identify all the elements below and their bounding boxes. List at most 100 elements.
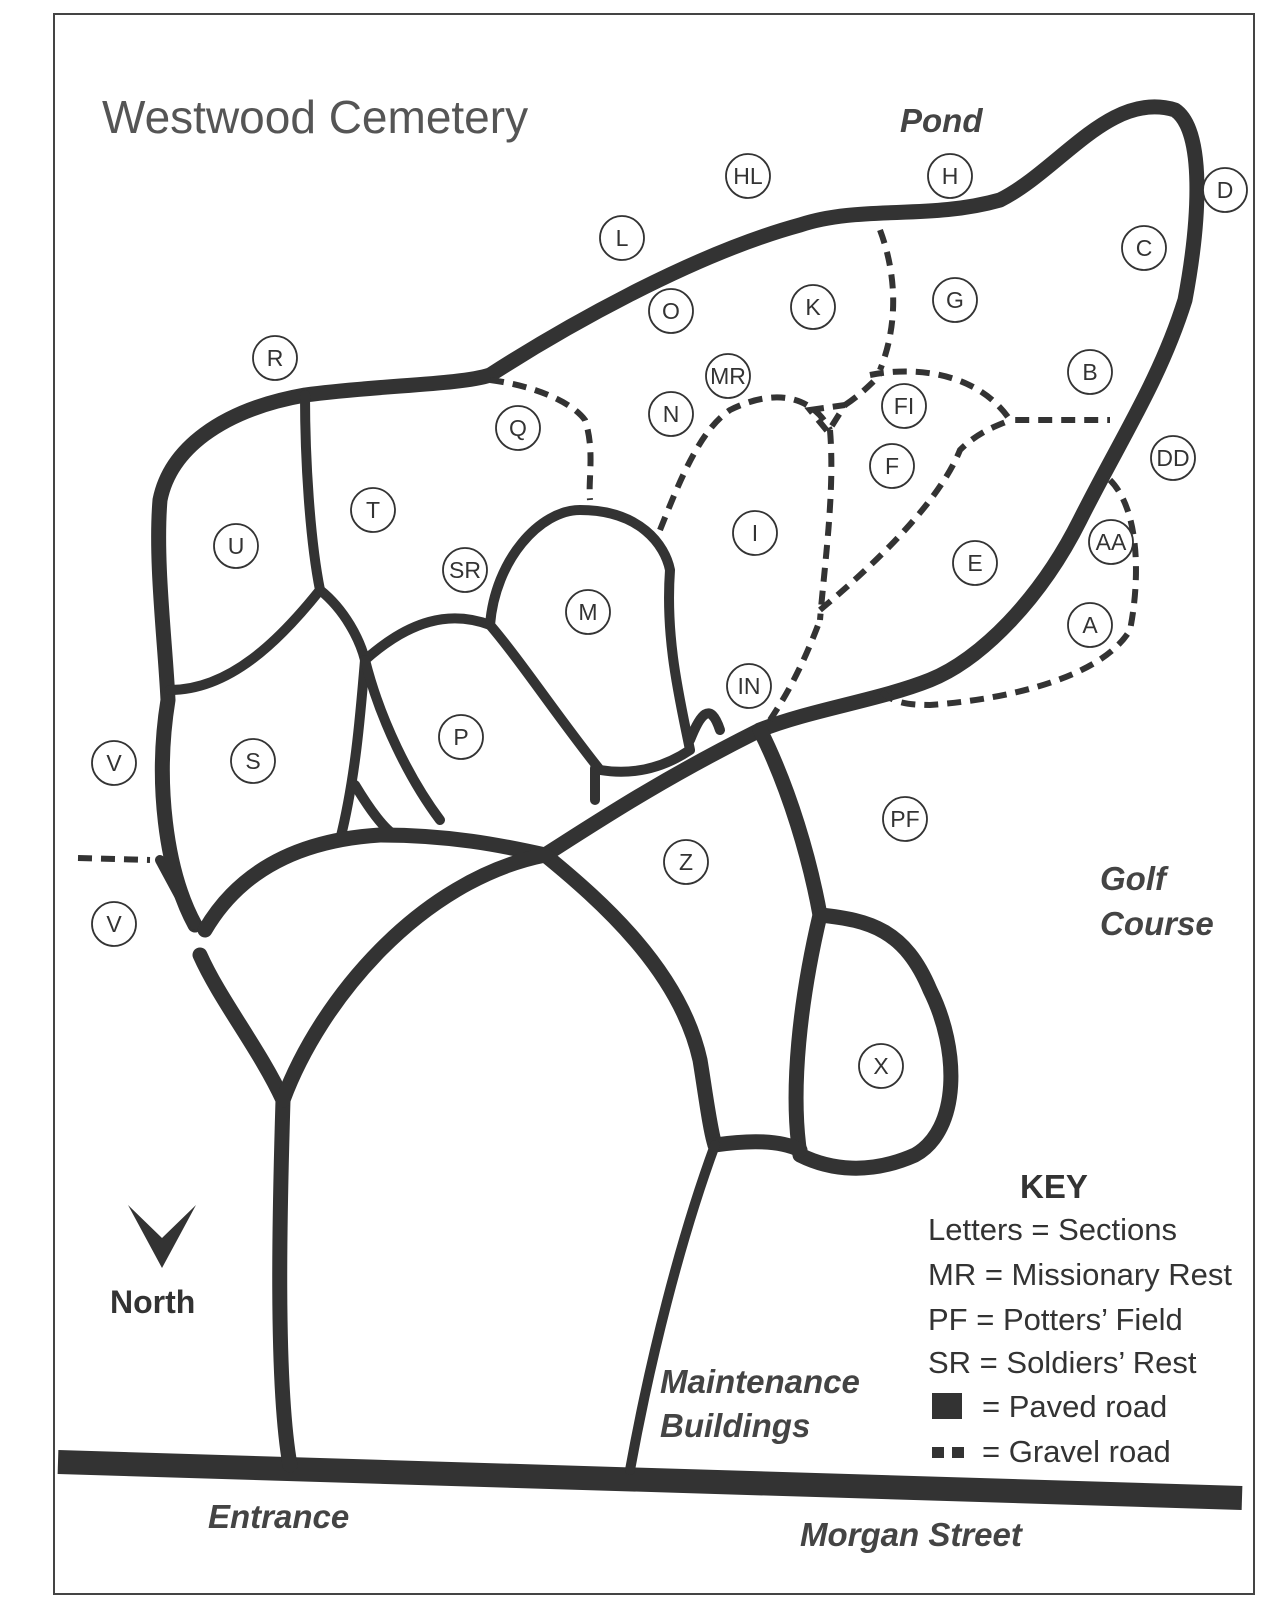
section-marker-label: Q — [509, 415, 527, 441]
section-marker-circle — [1150, 435, 1196, 481]
section-marker-label: U — [228, 533, 245, 559]
section-marker-label: AA — [1096, 529, 1127, 555]
west-road — [155, 855, 200, 930]
section-marker: FI — [881, 383, 927, 429]
paved-road-swatch — [932, 1393, 962, 1419]
key-item-sections: Letters = Sections — [928, 1212, 1177, 1247]
key-title: KEY — [1020, 1168, 1088, 1205]
section-marker: O — [648, 288, 694, 334]
sp-triangle-road — [350, 780, 400, 840]
gravel-fi-link — [843, 372, 883, 408]
section-marker: N — [648, 391, 694, 437]
section-marker-circle — [1202, 167, 1248, 213]
section-marker-label: I — [752, 520, 758, 546]
gravel-q-road — [489, 377, 594, 501]
section-marker: G — [932, 277, 978, 323]
section-marker-label: H — [942, 163, 959, 189]
section-marker: M — [565, 589, 611, 635]
t-p-divider-road — [315, 585, 495, 665]
section-marker-circle — [495, 405, 541, 451]
section-marker-circle — [565, 589, 611, 635]
section-marker: C — [1121, 225, 1167, 271]
section-marker-circle — [663, 839, 709, 885]
maintenance-label-line1: Maintenance — [660, 1363, 860, 1400]
north-arrow-icon — [128, 1205, 196, 1268]
section-marker: Z — [663, 839, 709, 885]
paved-roads — [151, 99, 1205, 1475]
key-item-soldiers-rest: SR = Soldiers’ Rest — [928, 1345, 1197, 1380]
key-item-missionary-rest: MR = Missionary Rest — [928, 1257, 1232, 1292]
section-marker-circle — [648, 391, 694, 437]
section-marker-circle — [725, 153, 771, 199]
gravel-e-road — [818, 417, 1012, 613]
gravel-fi-road — [869, 368, 1110, 423]
street-label: Morgan Street — [800, 1516, 1024, 1553]
maintenance-label-line2: Buildings — [660, 1407, 810, 1444]
golf-label-line2: Course — [1100, 905, 1214, 942]
section-marker-label: N — [663, 401, 680, 427]
section-marker-circle — [438, 714, 484, 760]
section-marker-label: C — [1136, 235, 1153, 261]
pond-label: Pond — [900, 102, 983, 139]
section-marker: R — [252, 335, 298, 381]
section-marker: PF — [882, 796, 928, 842]
section-marker: V — [91, 901, 137, 947]
z-right-road — [752, 722, 828, 923]
section-marker-circle — [648, 288, 694, 334]
gravel-triangle — [804, 401, 851, 438]
section-marker-circle — [1067, 349, 1113, 395]
section-marker-circle — [790, 284, 836, 330]
map-title: Westwood Cemetery — [102, 91, 528, 143]
section-marker-circle — [882, 796, 928, 842]
section-marker-circle — [350, 487, 396, 533]
section-marker-circle — [732, 510, 778, 556]
section-marker: P — [438, 714, 484, 760]
section-marker-label: DD — [1156, 445, 1189, 471]
section-marker-circle — [91, 740, 137, 786]
section-marker: T — [350, 487, 396, 533]
section-marker-circle — [1088, 519, 1134, 565]
section-marker-circle — [213, 523, 259, 569]
section-marker-label: T — [366, 497, 380, 523]
section-marker: L — [599, 215, 645, 261]
map-key: KEY Letters = Sections MR = Missionary R… — [928, 1168, 1232, 1469]
section-marker-circle — [869, 443, 915, 489]
section-marker-label: FI — [894, 393, 914, 419]
section-marker-label: IN — [738, 673, 761, 699]
section-marker: V — [91, 740, 137, 786]
z-x-link-road — [707, 1134, 808, 1158]
section-marker-label: R — [267, 345, 284, 371]
section-marker-label: D — [1217, 177, 1234, 203]
section-marker-label: P — [453, 724, 468, 750]
section-marker-circle — [858, 1043, 904, 1089]
section-marker: MR — [705, 353, 751, 399]
golf-label-line1: Golf — [1100, 860, 1169, 897]
section-marker-circle — [599, 215, 645, 261]
section-marker: B — [1067, 349, 1113, 395]
maintenance-road — [625, 1140, 720, 1475]
section-marker-circle — [881, 383, 927, 429]
section-marker: D — [1202, 167, 1248, 213]
section-marker-circle — [705, 353, 751, 399]
section-marker: HL — [725, 153, 771, 199]
section-marker-label: S — [245, 748, 260, 774]
section-marker-circle — [230, 738, 276, 784]
section-marker: H — [927, 153, 973, 199]
section-marker-circle — [1067, 602, 1113, 648]
section-marker-label: SR — [449, 557, 481, 583]
section-marker: IN — [726, 663, 772, 709]
gravel-k-g-road — [877, 228, 897, 372]
key-item-paved-road: = Paved road — [982, 1389, 1167, 1424]
morgan-street-road — [57, 1450, 1243, 1510]
gravel-roads — [77, 228, 1139, 863]
section-marker-label: M — [578, 599, 597, 625]
section-marker: SR — [442, 547, 488, 593]
section-marker-label: E — [967, 550, 982, 576]
section-marker-label: L — [616, 225, 629, 251]
section-marker-circle — [1121, 225, 1167, 271]
entrance-trunk-road — [192, 947, 298, 1473]
gravel-f-road — [817, 429, 835, 621]
gravel-i-road — [657, 394, 833, 532]
